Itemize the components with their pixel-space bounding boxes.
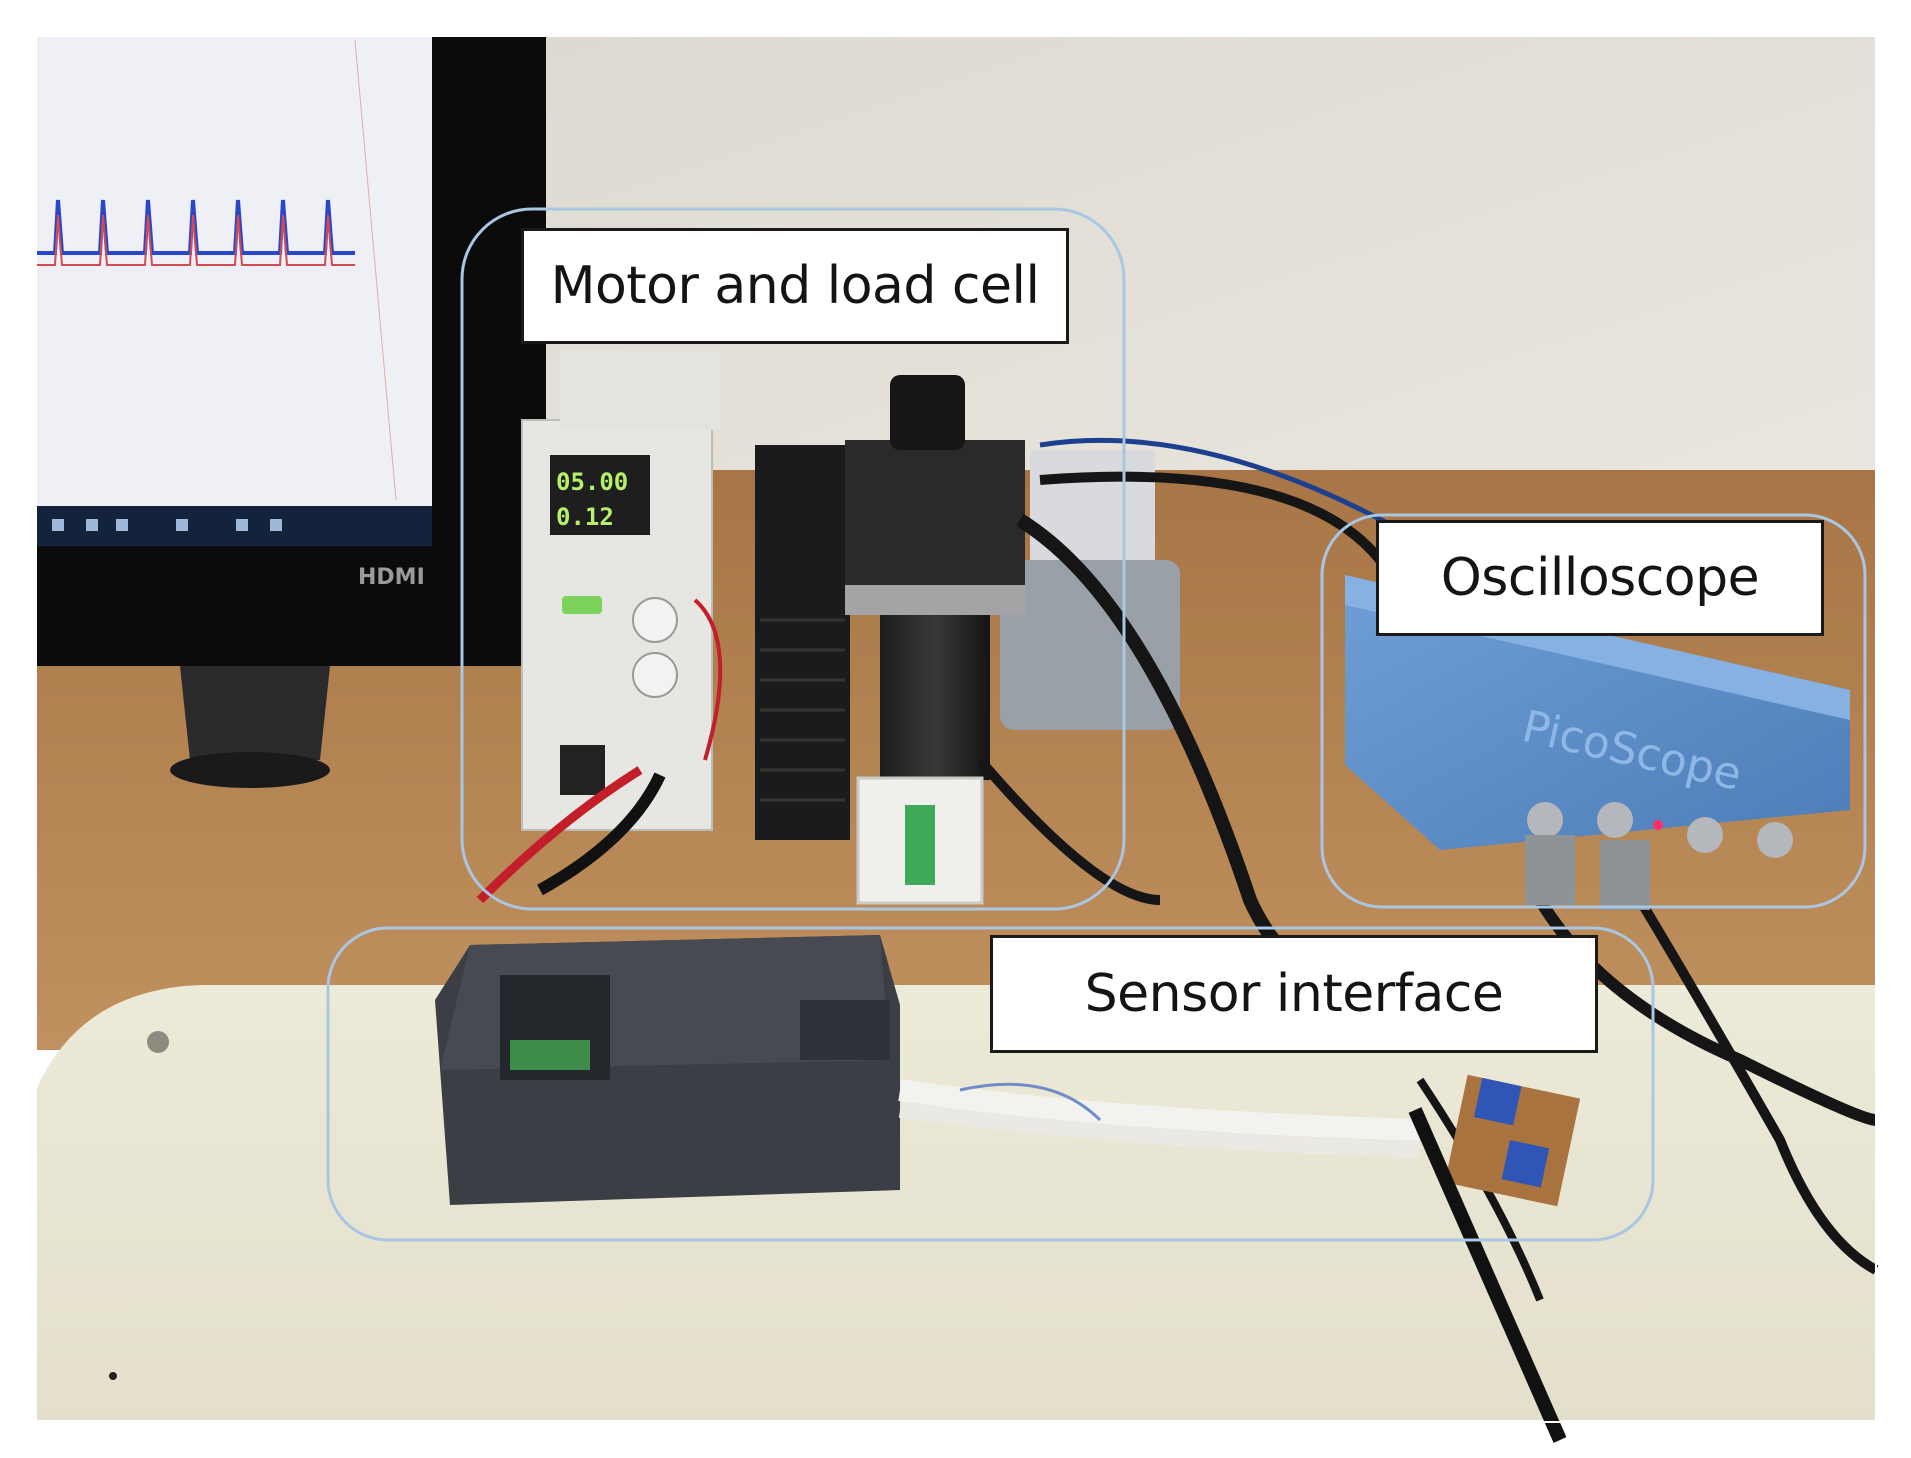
cable-2 (1039, 471, 1384, 564)
probe-cable-2 (1635, 897, 1879, 1275)
table-surface (36, 985, 1876, 1420)
psu-voltage: 05.00 (556, 468, 628, 496)
psu-display (550, 455, 650, 535)
highlight-oscilloscope-area (1320, 513, 1867, 909)
stepper-motor (845, 375, 1025, 905)
red-lead (476, 766, 643, 904)
screen-taskbar (36, 506, 432, 546)
highlight-sensor-area (326, 926, 1655, 1242)
label-motor-and-load-cell: Motor and load cell (521, 228, 1069, 344)
table-screw (147, 1031, 169, 1053)
screen-waveform-blue (36, 199, 355, 255)
monitor: HDMI (36, 36, 546, 788)
power-supply: 05.00 0.12 (521, 350, 720, 831)
motor-driver (755, 445, 850, 840)
hdmi-text: HDMI (358, 565, 425, 590)
label-oscilloscope: Oscilloscope (1376, 520, 1824, 636)
cable-3 (1039, 437, 1402, 533)
sensor-enclosure (435, 935, 1421, 1205)
scope-probe (1408, 1107, 1567, 1443)
label-sensor-interface: Sensor interface (990, 935, 1598, 1053)
monitor-screen (36, 36, 432, 506)
psu-current: 0.12 (556, 503, 614, 531)
screen-waveform-red (36, 214, 355, 266)
highlight-motor-area (460, 207, 1126, 911)
